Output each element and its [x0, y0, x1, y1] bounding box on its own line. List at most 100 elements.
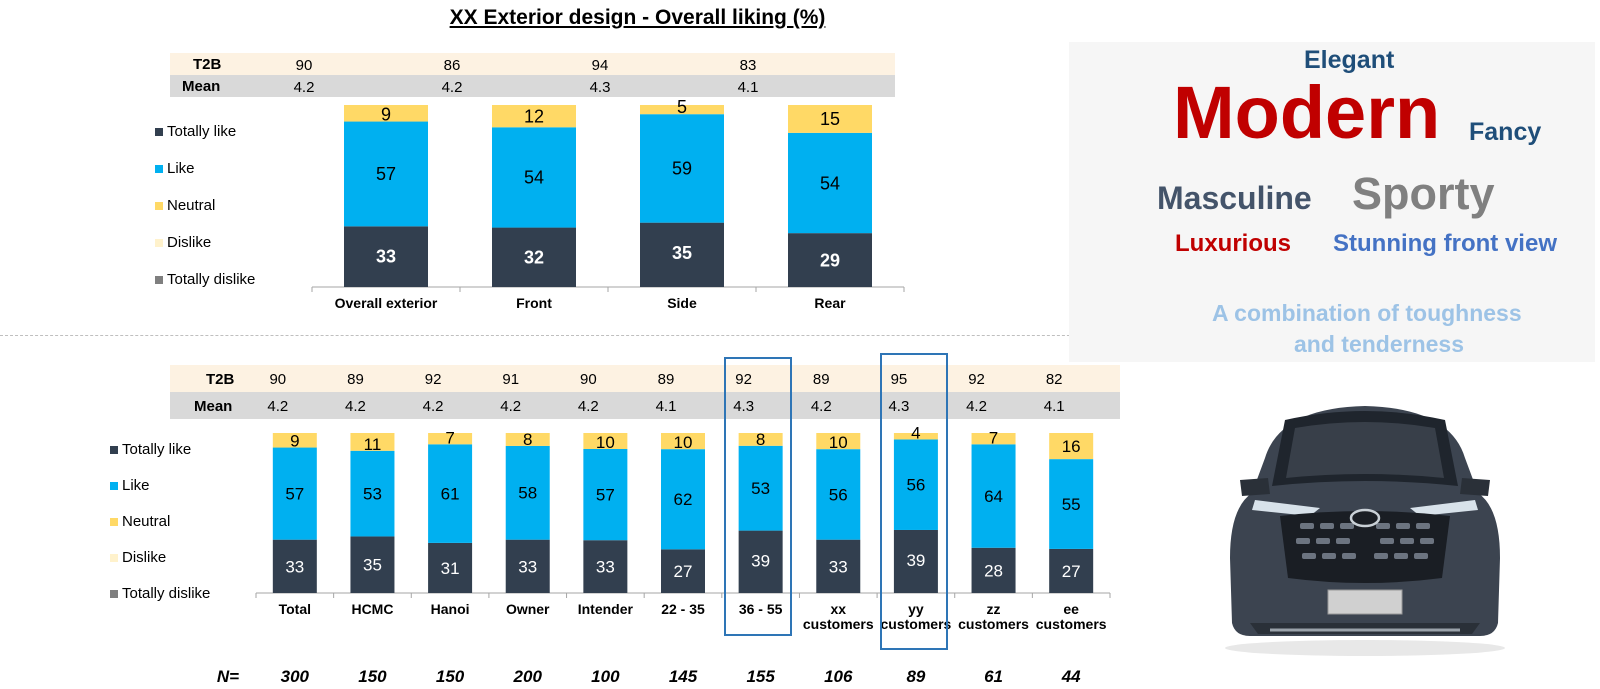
data-label: 33: [518, 557, 537, 576]
bar-segment: [505, 445, 550, 540]
data-label: 8: [523, 430, 532, 449]
bar-segment: [816, 433, 861, 450]
bar-segment: [492, 105, 576, 128]
data-label: 35: [363, 556, 382, 575]
data-label: 33: [285, 557, 304, 576]
section-divider: [0, 335, 1115, 336]
legend-swatch: [155, 201, 163, 210]
category-label: Hanoi: [431, 601, 470, 617]
category-label: Total: [279, 601, 311, 617]
legend-swatch: [110, 589, 118, 598]
data-label: 7: [445, 428, 454, 447]
t2b-value: 90: [580, 371, 597, 388]
data-label: 54: [820, 173, 840, 193]
legend-item: Dislike: [155, 234, 211, 251]
bar-segment: [971, 547, 1016, 593]
data-label: 59: [672, 159, 692, 179]
n-value: 100: [591, 667, 620, 686]
n-value: 150: [435, 667, 465, 686]
n-value: 89: [906, 667, 926, 686]
highlight-box-yy-customers: [880, 353, 948, 650]
t2b-value: 92: [735, 371, 752, 388]
data-label: 61: [441, 485, 460, 504]
bar-segment: [661, 449, 705, 550]
bar-segment: [1049, 433, 1094, 460]
legend-swatch: [155, 238, 163, 247]
mean-value: 4.2: [810, 398, 832, 415]
bar-segment: [893, 433, 938, 440]
data-label: 39: [906, 551, 925, 570]
t2b-value: 86: [443, 57, 461, 74]
data-label: 56: [906, 476, 925, 495]
legend-swatch: [155, 275, 163, 284]
stacked-bar-chart-bottom: 33579Total355311HCMC31617Hanoi33588Owner…: [255, 423, 1111, 632]
legend-swatch: [110, 481, 118, 490]
bar-segment: [344, 226, 428, 287]
legend-item: Totally like: [155, 123, 236, 140]
n-value: 145: [668, 667, 698, 686]
data-label: 57: [596, 486, 615, 505]
legend-label: Totally dislike: [122, 585, 211, 602]
bar-segment: [505, 433, 550, 446]
bar-segment: [661, 549, 705, 593]
category-label: Intender: [578, 601, 634, 617]
category-label: 22 - 35: [661, 601, 705, 617]
t2b-value: 91: [502, 371, 520, 388]
t2b-value: 92: [968, 371, 985, 388]
t2b-band-top: [170, 53, 895, 75]
bar-segment: [344, 121, 428, 227]
legend-swatch: [155, 127, 163, 136]
word-modern: Modern: [1173, 71, 1441, 154]
word-fancy: Fancy: [1469, 118, 1542, 146]
legend-label: Dislike: [122, 549, 167, 566]
legend-item: Like: [110, 477, 150, 494]
data-label: 64: [984, 487, 1003, 506]
bar-segment: [640, 105, 724, 115]
n-value: 155: [746, 667, 775, 686]
data-label: 5: [677, 97, 687, 117]
data-label: 54: [524, 168, 544, 188]
n-value: 150: [358, 667, 387, 686]
category-label: Rear: [814, 295, 846, 311]
data-label: 8: [756, 430, 765, 449]
legend-item: Totally dislike: [155, 271, 255, 288]
bar-segment: [640, 114, 724, 223]
data-label: 33: [596, 558, 615, 577]
legend-label: Neutral: [122, 513, 171, 530]
mean-label-top: Mean: [182, 78, 221, 95]
data-label: 7: [989, 428, 998, 447]
data-label: 33: [829, 557, 848, 576]
data-label: 62: [674, 490, 693, 509]
t2b-value: 92: [424, 371, 442, 388]
mean-label-bottom: Mean: [194, 398, 233, 415]
t2b-value: 82: [1045, 371, 1063, 388]
word-combination-line2: and tenderness: [1294, 331, 1464, 357]
t2b-value: 89: [812, 371, 830, 388]
data-label: 9: [381, 105, 391, 125]
legend-item: Neutral: [155, 197, 215, 214]
category-label: HCMC: [351, 601, 393, 617]
data-label: 28: [984, 561, 1003, 580]
data-label: 11: [364, 435, 382, 454]
mean-value: 4.3: [589, 79, 611, 96]
legend-label: Dislike: [167, 234, 212, 251]
data-label: 35: [672, 243, 692, 263]
legend-label: Like: [167, 160, 195, 177]
bar-segment: [350, 536, 395, 593]
t2b-value: 89: [347, 371, 364, 388]
legend-item: Totally like: [110, 441, 191, 458]
category-label: 36 - 55: [739, 601, 783, 617]
category-label: Front: [516, 295, 552, 311]
mean-value: 4.2: [293, 79, 315, 96]
data-label: 29: [820, 250, 840, 270]
bar-segment: [428, 542, 473, 593]
bar-segment: [272, 433, 317, 448]
legend-item: Neutral: [110, 513, 170, 530]
category-label: Owner: [506, 601, 550, 617]
legend-label: Like: [122, 477, 150, 494]
mean-value: 4.2: [577, 398, 599, 415]
